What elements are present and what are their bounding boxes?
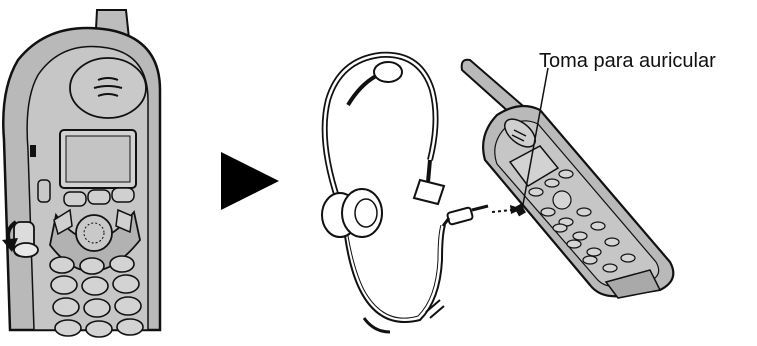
handset-closeup [2, 10, 160, 337]
jack-cover [14, 222, 38, 257]
headset-jack-label: Toma para auricular [539, 50, 716, 73]
next-step-arrow-icon [221, 152, 279, 210]
headset [322, 55, 488, 332]
handset [462, 60, 674, 298]
